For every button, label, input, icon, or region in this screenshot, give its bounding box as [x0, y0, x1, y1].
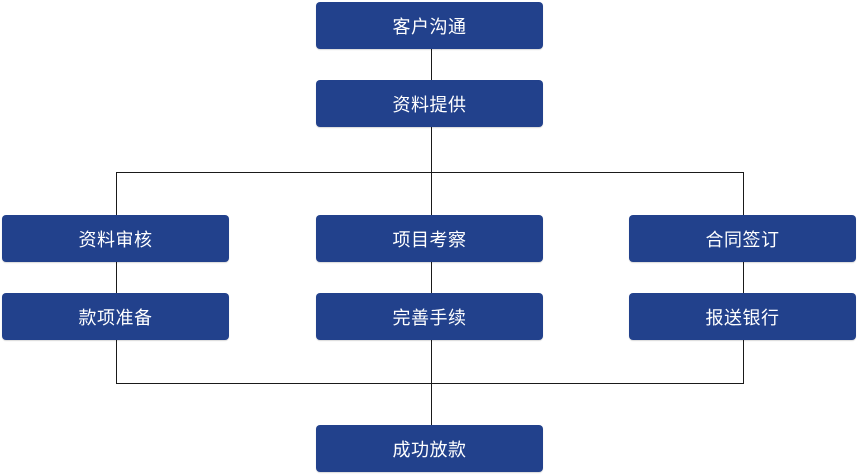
- step-document-submission: 资料提供: [316, 80, 543, 127]
- step-document-review-label: 资料审核: [78, 229, 153, 251]
- step-customer-communication-label: 客户沟通: [392, 16, 467, 38]
- step-successful-disbursement-label: 成功放款: [392, 439, 467, 461]
- step-bank-submission: 报送银行: [629, 293, 856, 340]
- step-document-submission-label: 资料提供: [392, 94, 467, 116]
- step-contract-signing-label: 合同签订: [705, 229, 780, 251]
- step-fund-preparation-label: 款项准备: [78, 307, 153, 329]
- step-fund-preparation: 款项准备: [2, 293, 229, 340]
- step-successful-disbursement: 成功放款: [316, 425, 543, 472]
- step-bank-submission-label: 报送银行: [705, 307, 780, 329]
- step-procedure-completion-label: 完善手续: [392, 307, 467, 329]
- step-project-inspection-label: 项目考察: [392, 229, 467, 251]
- step-contract-signing: 合同签订: [629, 215, 856, 262]
- step-document-review: 资料审核: [2, 215, 229, 262]
- step-customer-communication: 客户沟通: [316, 2, 543, 49]
- step-project-inspection: 项目考察: [316, 215, 543, 262]
- step-procedure-completion: 完善手续: [316, 293, 543, 340]
